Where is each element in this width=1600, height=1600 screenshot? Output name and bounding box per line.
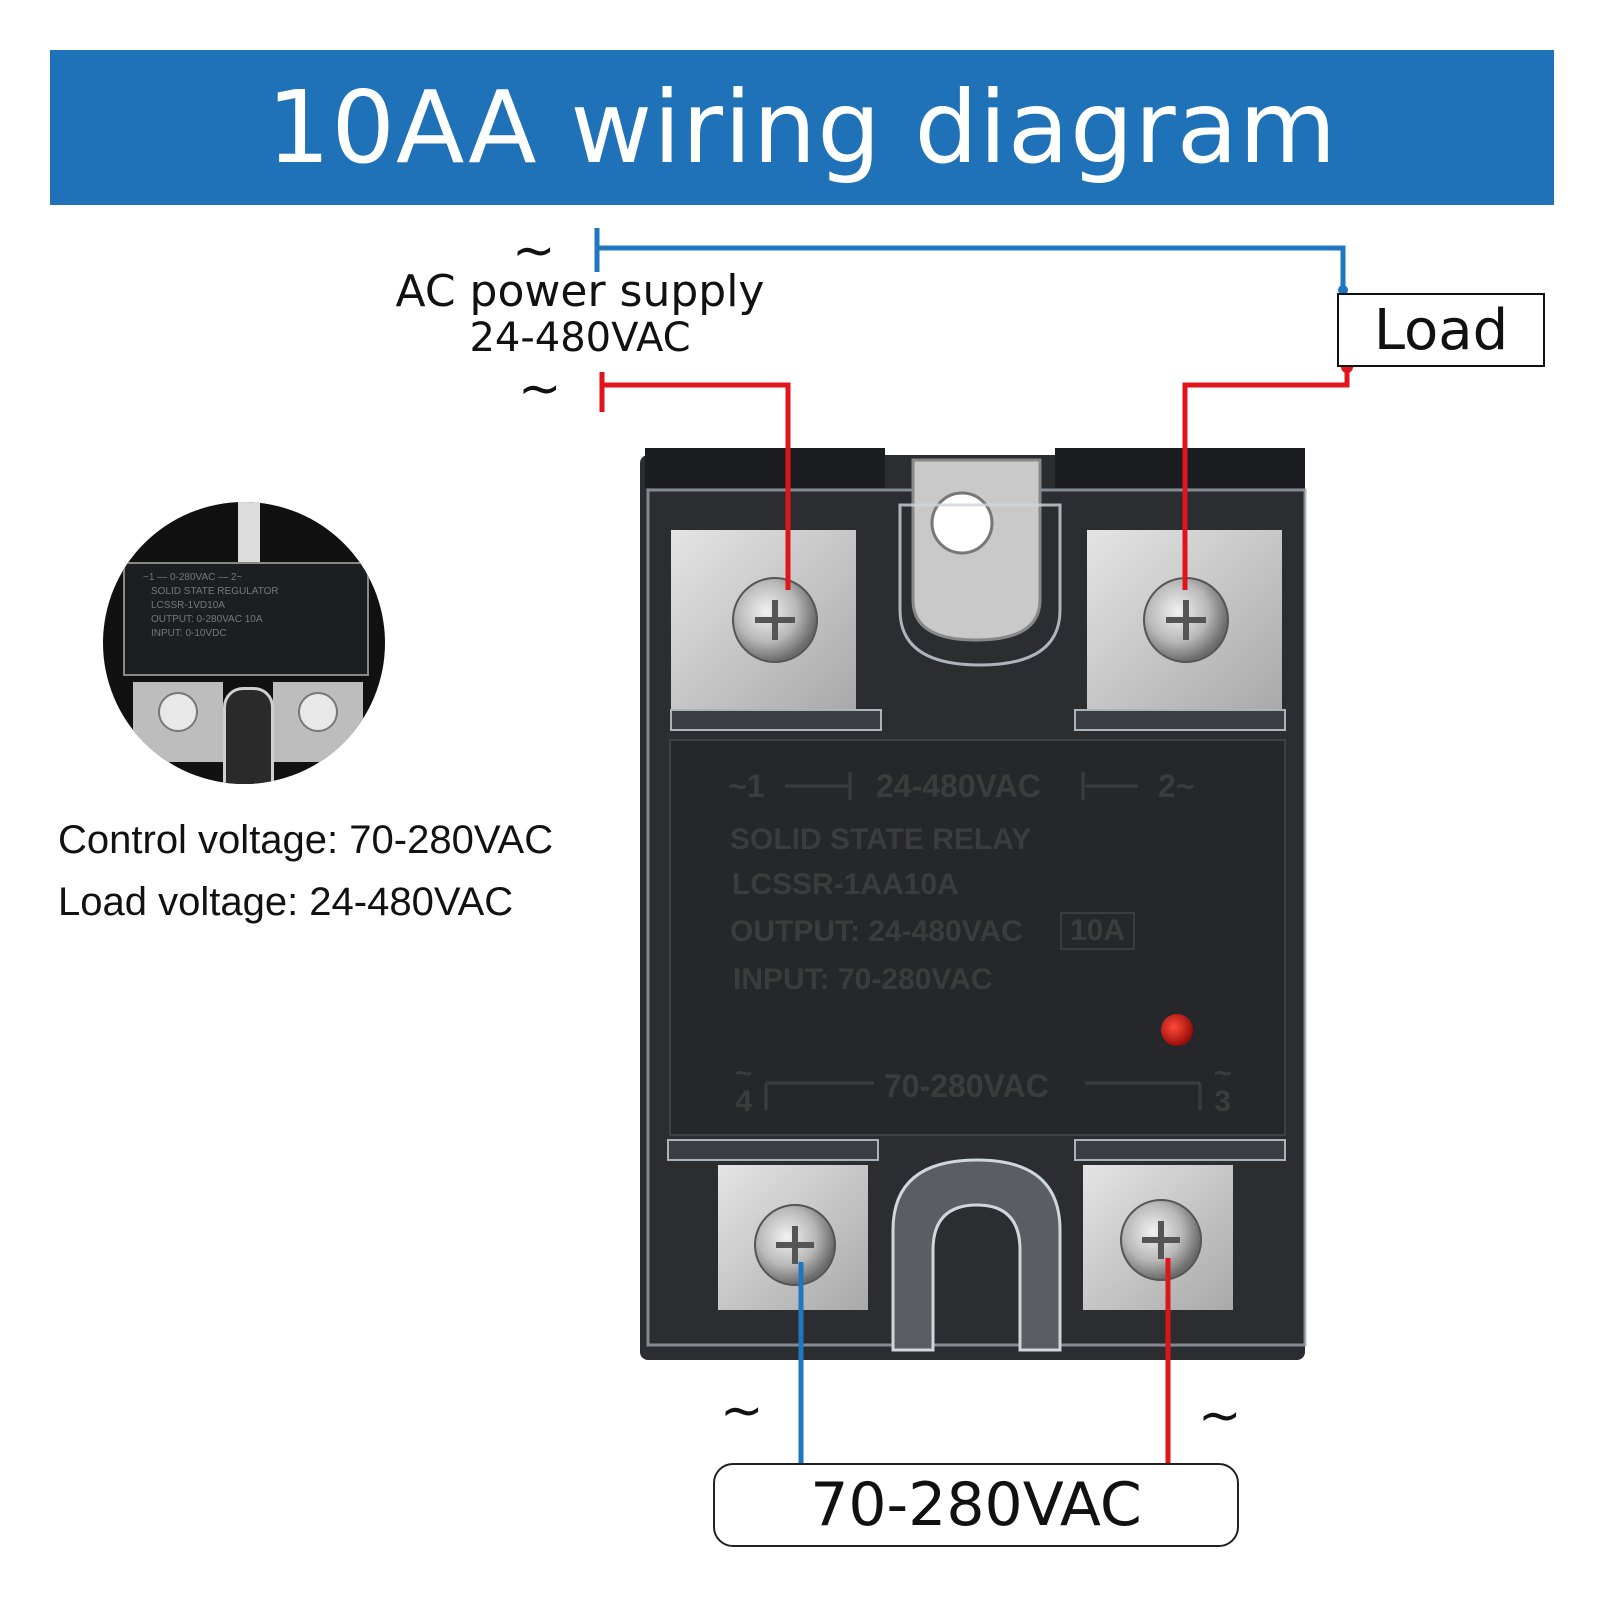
face-terminal-3-tilde: ~ [1214,1057,1232,1090]
page-title: 10AA wiring diagram [266,69,1338,186]
face-control-range: 70-280VAC [884,1068,1049,1104]
supply-tilde-bottom: ~ [518,359,562,419]
inset-relay-photo: ~1 — 0-280VAC — 2~ SOLID STATE REGULATOR… [103,502,385,784]
face-output-spec: OUTPUT: 24-480VAC [730,915,1023,948]
control-voltage-label: 70-280VAC [810,1470,1142,1540]
face-terminal-4-label: ~ 4 [735,1057,753,1118]
control-tilde-right: ~ [1198,1386,1242,1446]
title-banner: 10AA wiring diagram [50,50,1554,205]
top-mounting-bracket [898,458,1062,667]
control-voltage-box: 70-280VAC [713,1463,1239,1547]
supply-label: AC power supply [395,266,765,317]
screw-terminal-2 [1143,577,1229,663]
inset-text-4: OUTPUT: 0-280VAC 10A [151,614,263,625]
supply-tilde-top: ~ [512,221,556,281]
face-model-number: LCSSR-1AA10A [732,868,959,901]
face-markings [764,772,1202,1110]
relay-face-panel [669,739,1286,1136]
inset-text-2: SOLID STATE REGULATOR [151,586,279,597]
screw-terminal-4 [754,1204,836,1286]
screw-terminal-1 [732,577,818,663]
inset-text-3: LCSSR-1VD10A [151,600,225,611]
supply-blue-wire [597,245,1346,293]
screw-terminal-3 [1120,1199,1202,1281]
face-terminal-3-number: 3 [1214,1085,1232,1118]
load-red-wire [1182,363,1350,590]
bottom-mounting-bracket [891,1158,1062,1352]
face-terminal-4-number: 4 [735,1085,753,1118]
control-tilde-left: ~ [720,1381,764,1441]
status-led [1161,1014,1193,1046]
supply-range: 24-480VAC [469,315,691,361]
face-current-rating: 10A [1060,912,1136,950]
control-voltage-spec: Control voltage: 70-280VAC [58,818,554,862]
load-voltage-spec: Load voltage: 24-480VAC [58,880,514,924]
load-label: Load [1373,297,1509,363]
load-box: Load [1337,293,1545,367]
face-output-range: 24-480VAC [876,768,1041,804]
supply-red-wire [602,382,791,590]
face-input-spec: INPUT: 70-280VAC [733,963,993,996]
control-wires [798,1258,1171,1463]
face-product-name: SOLID STATE RELAY [730,823,1032,856]
face-terminal-2-label: 2~ [1158,768,1195,804]
face-terminal-3-label: ~ 3 [1214,1057,1232,1118]
inset-text-5: INPUT: 0-10VDC [151,628,227,639]
supply-wires [594,228,1353,590]
face-terminal-4-tilde: ~ [735,1057,753,1090]
face-terminal-1-label: ~1 [728,768,765,804]
inset-text-1: ~1 — 0-280VAC — 2~ [143,572,243,583]
